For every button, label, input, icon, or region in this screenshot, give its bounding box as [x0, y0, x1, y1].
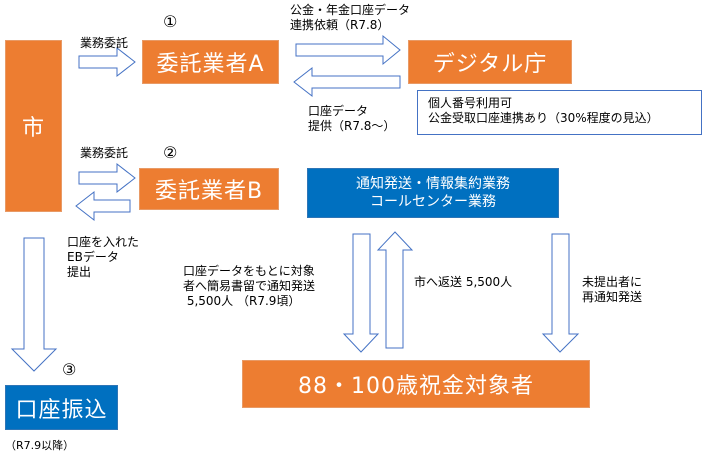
label-eb-data-line3: 提出 [67, 265, 92, 279]
node-contractor-a-label: 委託業者A [156, 52, 265, 77]
node-bank-transfer-label: 口座振込 [15, 397, 108, 423]
notification-services-line1: 通知発送・情報集約業務 [356, 176, 510, 192]
node-digital-agency: デジタル庁 [408, 40, 572, 84]
arrow-data-request [295, 34, 401, 66]
label-data-provide: 口座データ 提供（R7.8～） [308, 104, 395, 134]
label-transfer-date: （R7.9以降） [5, 439, 75, 452]
label-eb-data-line1: 口座を入れた [67, 235, 140, 249]
node-contractor-b: 委託業者B [139, 168, 279, 210]
label-data-request-line1: 公金・年金口座データ [290, 3, 411, 17]
label-eb-data-line2: EBデータ [67, 250, 119, 264]
notification-services-line2: コールセンター業務 [370, 194, 496, 210]
node-city: 市 [5, 40, 62, 212]
label-return-city: 市へ返送 5,500人 [414, 275, 513, 289]
arrow-outsource-a [78, 46, 136, 78]
arrow-resend [541, 233, 580, 353]
label-send-notice: 口座データをもとに対象 者へ簡易書留で通知発送 5,500人 （R7.9頃） [183, 264, 315, 309]
label-resend-line2: 再通知発送 [582, 290, 643, 304]
node-digital-agency-label: デジタル庁 [432, 52, 548, 77]
label-resend: 未提出者に 再通知発送 [582, 275, 642, 305]
label-resend-line1: 未提出者に [582, 275, 643, 289]
arrow-send-notice [342, 233, 380, 353]
digital-note-line1: 個人番号利用可 [428, 96, 513, 110]
node-city-label: 市 [21, 116, 45, 141]
label-send-notice-line1: 口座データをもとに対象 [183, 264, 315, 278]
arrow-return-city [376, 231, 414, 349]
arrow-to-transfer [10, 237, 58, 372]
node-contractor-a: 委託業者A [142, 40, 279, 84]
label-data-request: 公金・年金口座データ 連携依頼（R7.8） [290, 3, 410, 33]
node-contractor-b-label: 委託業者B [154, 179, 264, 204]
node-recipients: 88・100歳祝金対象者 [242, 360, 590, 408]
label-outsource-a: 業務委託 [80, 36, 129, 50]
digital-note-line2: 公金受取口座連携あり（30%程度の見込） [428, 111, 659, 125]
arrow-data-provide [293, 66, 401, 98]
node-bank-transfer: 口座振込 [5, 385, 118, 430]
step-marker-2: ② [163, 143, 178, 162]
digital-agency-note: 個人番号利用可 公金受取口座連携あり（30%程度の見込） [417, 90, 702, 135]
label-send-notice-line3: 5,500人 （R7.9頃） [183, 294, 301, 308]
step-marker-1: ① [163, 12, 178, 31]
label-send-notice-line2: 者へ簡易書留で通知発送 [183, 279, 316, 293]
step-marker-3: ③ [62, 360, 77, 379]
label-outsource-b: 業務委託 [80, 146, 129, 160]
label-data-provide-line1: 口座データ [308, 104, 369, 118]
label-data-request-line2: 連携依頼（R7.8） [290, 18, 390, 32]
arrow-outsource-b [78, 162, 136, 194]
node-notification-services: 通知発送・情報集約業務 コールセンター業務 [307, 168, 559, 218]
label-eb-data: 口座を入れた EBデータ 提出 [67, 235, 139, 280]
label-data-provide-line2: 提供（R7.8～） [308, 119, 396, 133]
arrow-eb-data [75, 190, 131, 222]
node-recipients-label: 88・100歳祝金対象者 [298, 374, 534, 399]
